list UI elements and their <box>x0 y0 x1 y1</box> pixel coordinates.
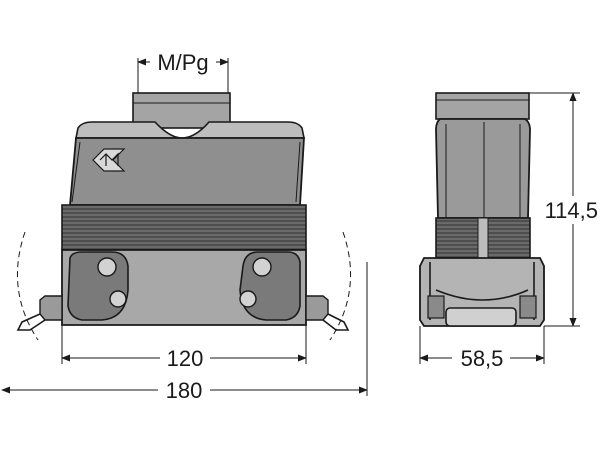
side-width-label: 58,5 <box>461 346 504 371</box>
dim-inner-width: 120 <box>61 325 307 371</box>
side-latch <box>445 307 517 327</box>
right-locking-lever <box>239 251 301 321</box>
front-view: M/Pg 120 180 <box>1 46 368 403</box>
ribbed-section <box>61 204 307 251</box>
right-swing-arc <box>329 231 352 341</box>
manufacturer-logo <box>92 148 126 172</box>
side-hood-body <box>435 118 531 219</box>
outer-width-label: 180 <box>166 378 203 403</box>
inner-width-label: 120 <box>167 346 204 371</box>
left-swing-arc <box>16 231 39 341</box>
side-view: 114,5 58,5 <box>419 92 600 371</box>
dim-side-width: 58,5 <box>419 326 545 371</box>
left-locking-lever <box>67 251 129 321</box>
dim-thread: M/Pg <box>137 46 229 93</box>
dim-height: 114,5 <box>529 92 600 327</box>
right-clamp <box>305 295 329 321</box>
thread-label: M/Pg <box>157 50 208 75</box>
left-clamp <box>39 295 63 321</box>
side-cable-gland <box>435 92 530 120</box>
dim-outer-width: 180 <box>1 262 368 403</box>
height-label: 114,5 <box>545 198 598 223</box>
